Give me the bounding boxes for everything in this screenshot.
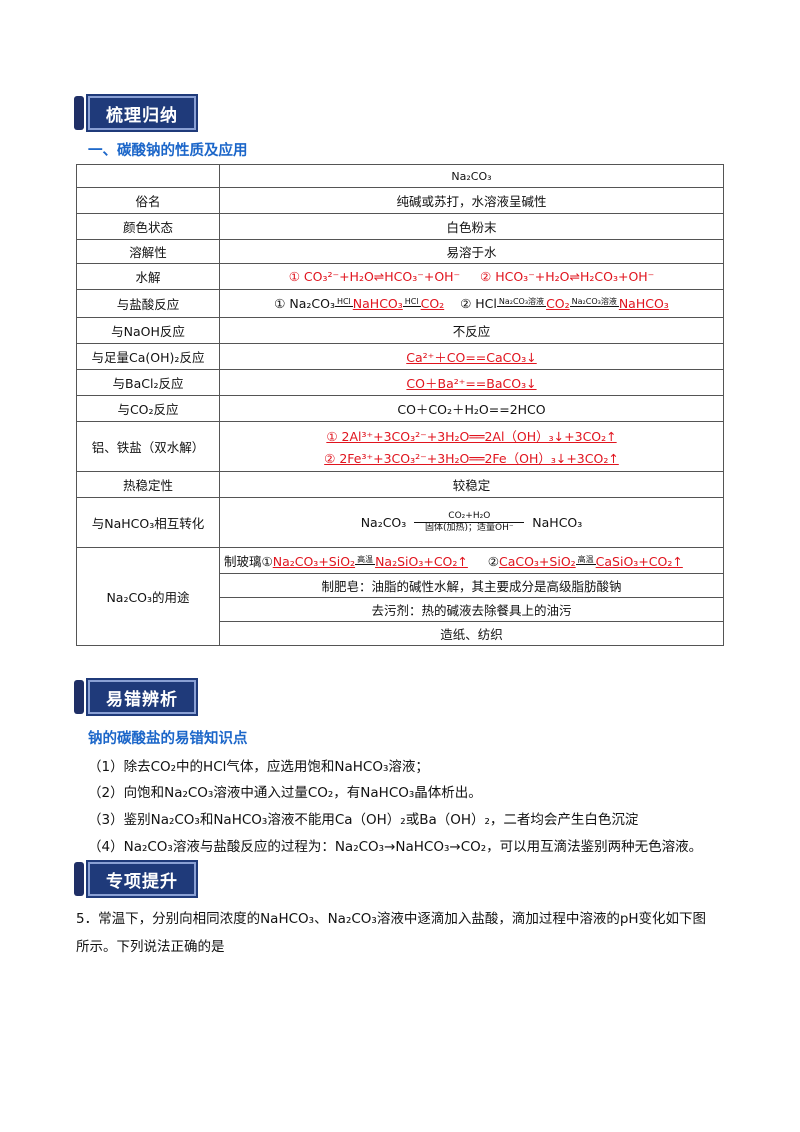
- row-value: Ca²⁺＋CO==CaCO₃↓: [219, 343, 724, 370]
- row-label: 热稳定性: [76, 471, 220, 498]
- hydrolysis-1: ① CO₃²⁻+H₂O⇌HCO₃⁻+OH⁻: [288, 269, 461, 284]
- point-item: （3）鉴别Na₂CO₃和NaHCO₃溶液不能用Ca（OH）₂或Ba（OH）₂，二…: [88, 812, 639, 828]
- row-label: 与NaHCO₃相互转化: [76, 497, 220, 548]
- use-item: 制肥皂：油脂的碱性水解，其主要成分是高级脂肪酸钠: [219, 573, 724, 598]
- conversion-cell: Na₂CO₃ CO₂+H₂O 固体(加热)；适量OH⁻ NaHCO₃: [219, 497, 724, 548]
- point-item: （1）除去CO₂中的HCl气体，应选用饱和NaHCO₃溶液；: [88, 759, 429, 775]
- banner-mistakes: 易错辨析: [74, 680, 200, 714]
- point-item: （4）Na₂CO₃溶液与盐酸反应的过程为：Na₂CO₃→NaHCO₃→CO₂，可…: [88, 839, 703, 855]
- banner-title: 专项提升: [88, 862, 196, 896]
- hydrolysis-2: ② HCO₃⁻+H₂O⇌H₂CO₃+OH⁻: [480, 269, 655, 284]
- banner-pin: [74, 680, 84, 714]
- row-label: 与足量Ca(OH)₂反应: [76, 343, 220, 370]
- row-value: 纯碱或苏打，水溶液呈碱性: [219, 187, 724, 214]
- banner-practice: 专项提升: [74, 862, 200, 896]
- row-label: 水解: [76, 263, 220, 290]
- row-value: ① CO₃²⁻+H₂O⇌HCO₃⁻+OH⁻ ② HCO₃⁻+H₂O⇌H₂CO₃+…: [219, 263, 724, 290]
- row-label: 与盐酸反应: [76, 289, 220, 318]
- use-item: 造纸、纺织: [219, 621, 724, 646]
- row-value: 白色粉末: [219, 213, 724, 240]
- row-value: CO＋CO₂＋H₂O==2HCO: [219, 395, 724, 422]
- row-label: 与NaOH反应: [76, 317, 220, 344]
- row-label: 与CO₂反应: [76, 395, 220, 422]
- row-label: 颜色状态: [76, 213, 220, 240]
- row-label: 溶解性: [76, 239, 220, 264]
- question-line: 所示。下列说法正确的是: [76, 939, 225, 955]
- section-title: 钠的碳酸盐的易错知识点: [88, 731, 248, 747]
- section-title: 一、碳酸钠的性质及应用: [88, 143, 248, 159]
- row-value: CO＋Ba²⁺==BaCO₃↓: [219, 369, 724, 396]
- question: 5．常温下，分别向相同浓度的NaHCO₃、Na₂CO₃溶液中逐滴加入盐酸，滴加过…: [76, 905, 736, 961]
- table-header: Na₂CO₃: [219, 164, 724, 188]
- row-value: 不反应: [219, 317, 724, 344]
- use-item: 去污剂：热的碱液去除餐具上的油污: [219, 597, 724, 622]
- question-line: 5．常温下，分别向相同浓度的NaHCO₃、Na₂CO₃溶液中逐滴加入盐酸，滴加过…: [76, 911, 707, 927]
- row-label: Na₂CO₃的用途: [76, 547, 220, 646]
- row-value: ① 2Al³⁺+3CO₃²⁻+3H₂O══2Al（OH）₃↓+3CO₂↑ ② 2…: [219, 421, 724, 472]
- banner-pin: [74, 96, 84, 130]
- banner-pin: [74, 862, 84, 896]
- row-value: 较稳定: [219, 471, 724, 498]
- row-label: 俗名: [76, 187, 220, 214]
- row-label: 与BaCl₂反应: [76, 369, 220, 396]
- point-item: （2）向饱和Na₂CO₃溶液中通入过量CO₂，有NaHCO₃晶体析出。: [88, 785, 482, 801]
- banner-title: 梳理归纳: [88, 96, 196, 130]
- properties-table: Na₂CO₃ 俗名纯碱或苏打，水溶液呈碱性 颜色状态白色粉末 溶解性易溶于水 水…: [76, 164, 724, 646]
- banner-title: 易错辨析: [88, 680, 196, 714]
- row-label: 铝、铁盐（双水解）: [76, 421, 220, 472]
- row-value: 易溶于水: [219, 239, 724, 264]
- banner-summary: 梳理归纳: [74, 96, 200, 130]
